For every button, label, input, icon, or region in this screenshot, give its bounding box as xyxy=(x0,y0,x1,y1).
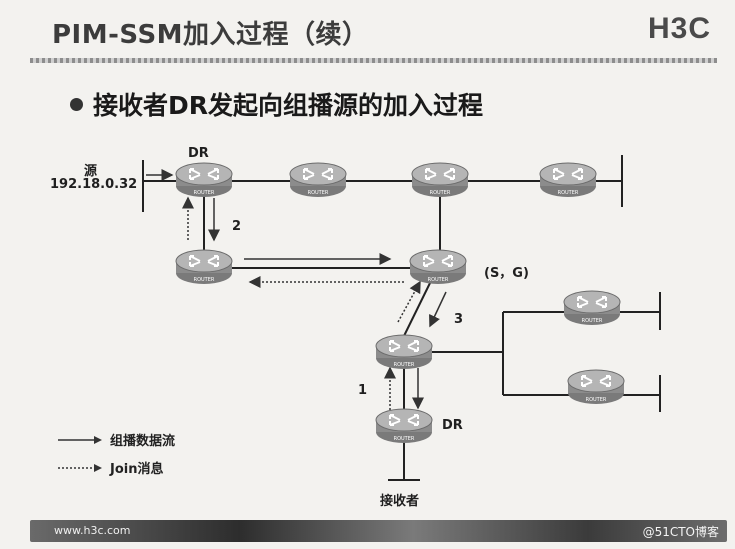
router-caption: ROUTER xyxy=(394,362,415,368)
dr-bottom-label: DR xyxy=(442,418,463,433)
bullet-text: 接收者DR发起向组播源的加入过程 xyxy=(93,91,484,120)
h3c-logo: H3C xyxy=(647,12,711,45)
router-caption: ROUTER xyxy=(194,190,215,196)
step-3-label: 3 xyxy=(454,312,464,327)
router-caption: ROUTER xyxy=(194,277,215,283)
footer-watermark: @51CTO博客 xyxy=(642,525,719,539)
router-caption: ROUTER xyxy=(394,436,415,442)
router-caption: ROUTER xyxy=(308,190,329,196)
router-caption: ROUTER xyxy=(586,397,607,403)
bullet-point: 接收者DR发起向组播源的加入过程 xyxy=(70,86,483,122)
legend-join-message: Join消息 xyxy=(58,458,163,477)
router-caption: ROUTER xyxy=(582,318,603,324)
data-arrow-step3 xyxy=(429,291,447,328)
step-2-label: 2 xyxy=(232,219,242,234)
router-caption: ROUTER xyxy=(558,190,579,196)
join-arrow-step3 xyxy=(397,280,421,323)
legend-data-flow-label: 组播数据流 xyxy=(110,434,176,449)
legend-data-flow: 组播数据流 xyxy=(58,430,175,449)
bullet-dot-icon xyxy=(70,97,83,111)
sg-label: (S，G) xyxy=(484,266,529,281)
step-1-label: 1 xyxy=(358,383,368,398)
footer-bar: www.h3c.com @51CTO博客 xyxy=(30,520,727,542)
title-divider xyxy=(30,58,717,63)
page-title: PIM-SSM加入过程（续） xyxy=(52,20,369,50)
link-sg-mid xyxy=(401,282,431,341)
legend-join-message-label: Join消息 xyxy=(110,462,164,477)
source-label: 源 xyxy=(84,164,98,179)
solid-arrow-icon xyxy=(58,435,102,444)
router-caption: ROUTER xyxy=(428,277,449,283)
receiver-label: 接收者 xyxy=(380,494,420,509)
dr-top-label: DR xyxy=(188,146,209,161)
source-ip: 192.18.0.32 xyxy=(50,177,138,192)
router-caption: ROUTER xyxy=(430,190,451,196)
dotted-arrow-icon xyxy=(58,463,102,472)
footer-url: www.h3c.com xyxy=(54,524,131,537)
